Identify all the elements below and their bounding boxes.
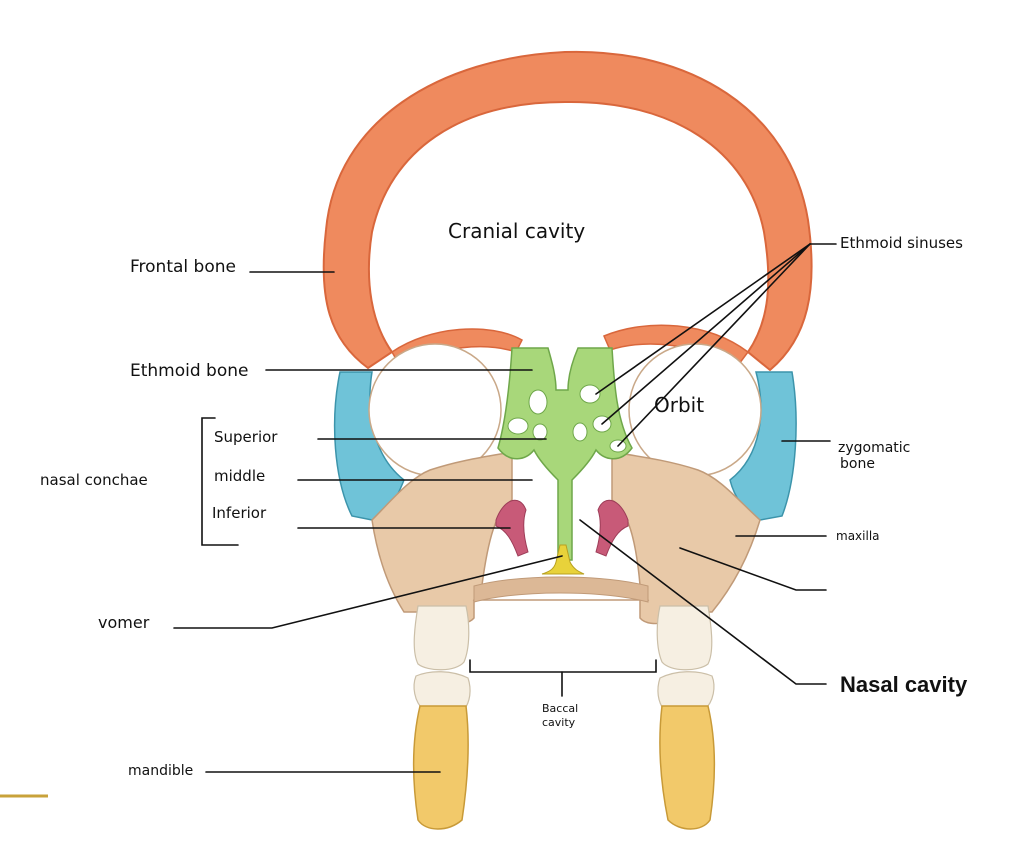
- label-superior: Superior: [214, 428, 278, 446]
- leader-vomer: [173, 555, 563, 629]
- buccal-cavity-bracket: [469, 659, 657, 673]
- label-maxilla: maxilla: [836, 529, 880, 543]
- leader-ethmoid-sinuses-3: [617, 243, 811, 447]
- mandible-left-shape: [412, 705, 469, 830]
- leader-maxilla-lower: [679, 547, 827, 591]
- mandible-right-shape: [659, 705, 716, 830]
- label-nasal-conchae: nasal conchae: [40, 471, 148, 489]
- upper-tooth-left: [413, 605, 470, 671]
- ethmoid-sinus-cell: [532, 423, 548, 441]
- inferior-concha-left: [495, 499, 529, 557]
- upper-tooth-right: [656, 605, 713, 671]
- label-buccal-cavity-line2: cavity: [542, 716, 576, 729]
- label-orbit: Orbit: [654, 393, 704, 417]
- label-ethmoid-bone: Ethmoid bone: [130, 361, 249, 381]
- labels: Cranial cavity Frontal bone Ethmoid sinu…: [40, 219, 968, 779]
- label-cranial-cavity: Cranial cavity: [448, 219, 585, 243]
- ethmoid-sinus-cell: [579, 384, 601, 404]
- hard-palate: [473, 576, 649, 603]
- nasal-conchae-bracket: [201, 417, 239, 546]
- label-inferior: Inferior: [212, 504, 267, 522]
- skull-illustration: [322, 50, 813, 830]
- lower-tooth-right: [657, 671, 715, 711]
- label-buccal-cavity-line1: Baccal: [542, 702, 578, 715]
- label-zygomatic-bone-line2: bone: [840, 456, 875, 472]
- label-zygomatic-bone-line1: zygomatic: [838, 440, 910, 456]
- label-ethmoid-sinuses: Ethmoid sinuses: [840, 234, 963, 252]
- label-vomer: vomer: [98, 613, 150, 632]
- lower-tooth-left: [413, 671, 471, 711]
- leader-ethmoid-sinuses-2: [601, 243, 811, 425]
- ethmoid-sinus-cell: [507, 417, 529, 435]
- ethmoid-sinus-cell: [572, 422, 588, 442]
- frontal-bone-shape: [322, 50, 813, 372]
- label-nasal-cavity: Nasal cavity: [840, 672, 968, 697]
- leader-nasal-cavity: [579, 519, 827, 685]
- leader-lines: [173, 243, 837, 773]
- ethmoid-sinus-cell: [528, 389, 548, 415]
- leader-ethmoid-sinuses-1: [595, 243, 811, 395]
- label-mandible: mandible: [128, 763, 193, 779]
- vomer-shape: [541, 544, 585, 575]
- label-middle: middle: [214, 467, 265, 485]
- label-frontal-bone: Frontal bone: [130, 257, 236, 277]
- orbit-left: [368, 343, 502, 477]
